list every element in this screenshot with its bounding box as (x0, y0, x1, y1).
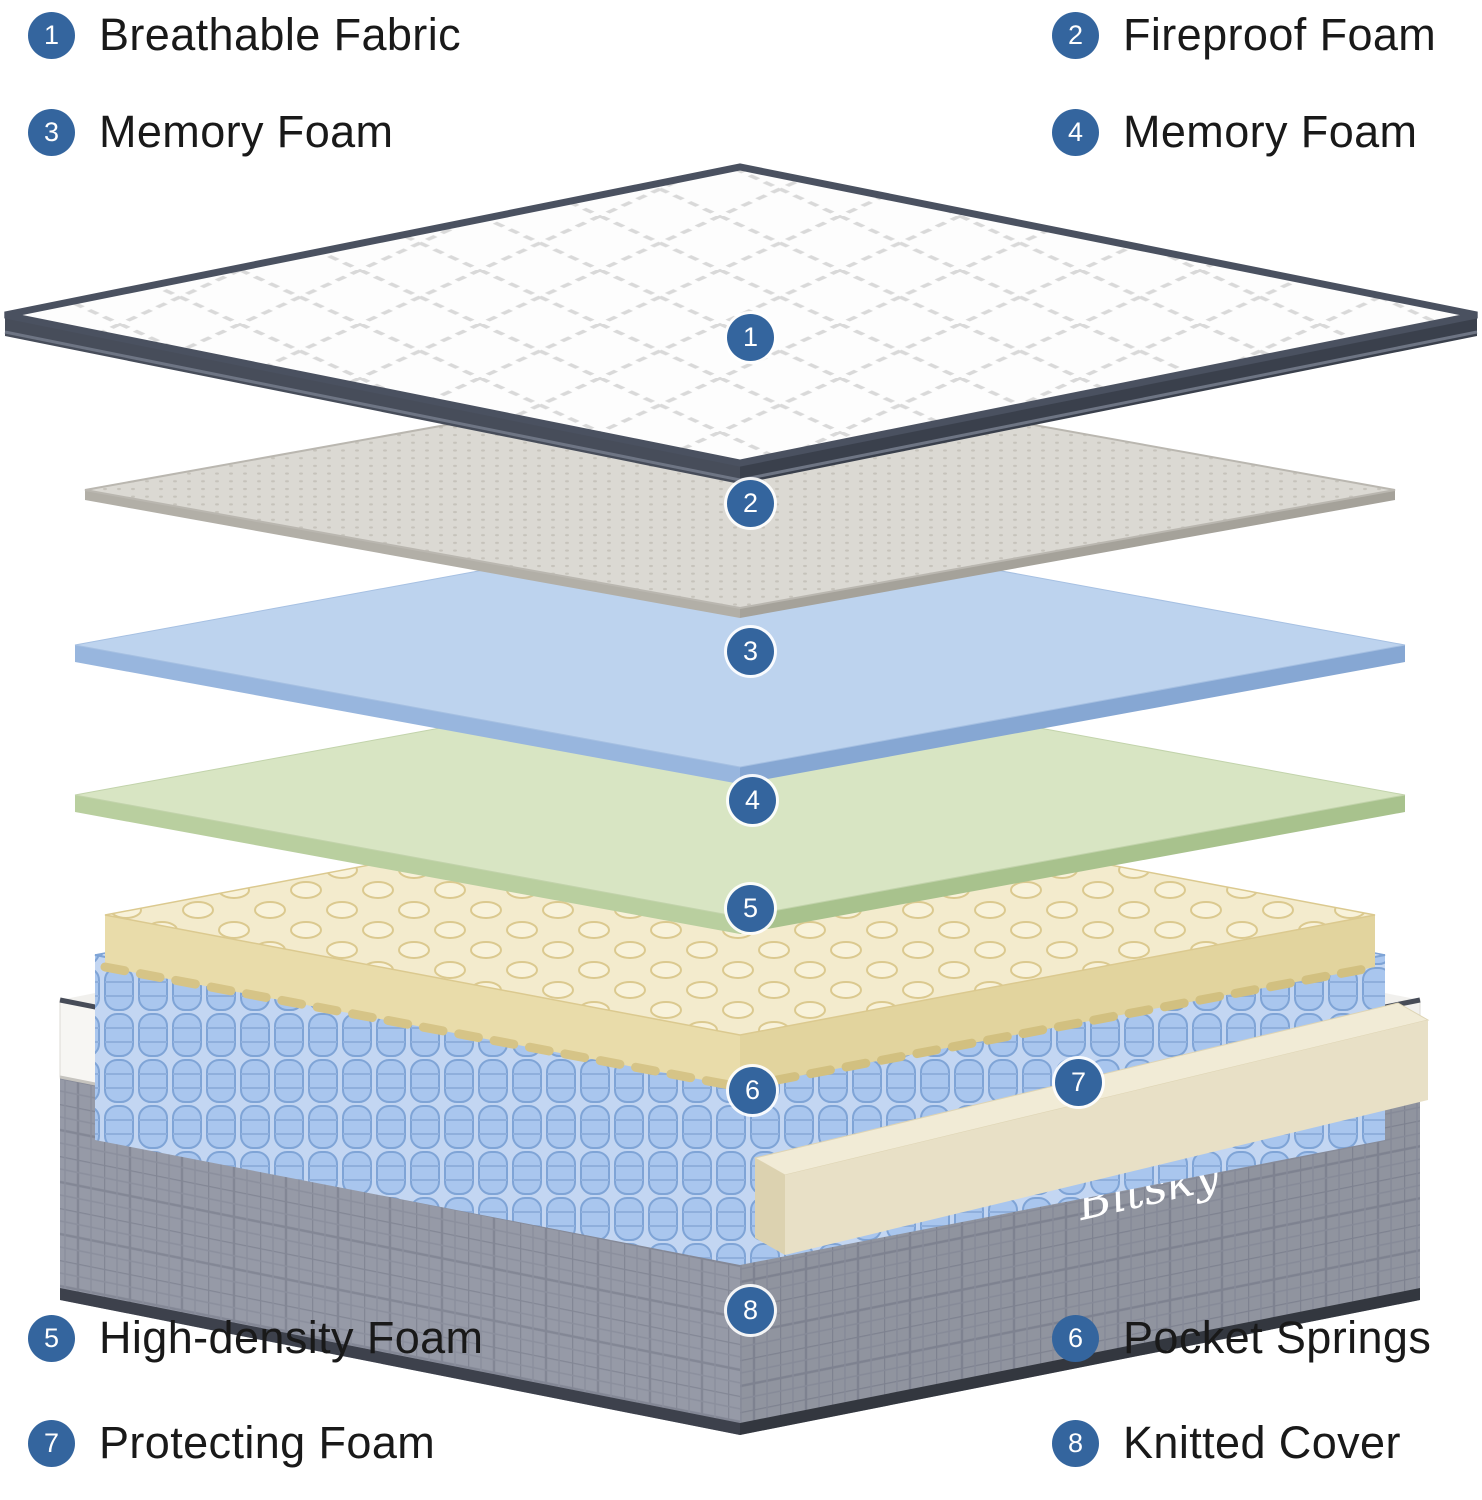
layer-badge-6: 6 (729, 1067, 776, 1114)
label-fireproof-foam: 2 Fireproof Foam (1052, 9, 1436, 61)
layer-badge-1: 1 (727, 314, 774, 361)
label-badge-5: 5 (28, 1314, 75, 1362)
label-badge-6: 6 (1052, 1314, 1099, 1362)
label-badge-1: 1 (28, 11, 75, 59)
label-badge-3: 3 (28, 108, 75, 156)
label-text-fireproof-foam: Fireproof Foam (1123, 9, 1437, 60)
label-text-protecting-foam: Protecting Foam (99, 1417, 436, 1468)
label-badge-4: 4 (1052, 108, 1099, 156)
label-badge-8: 8 (1052, 1419, 1099, 1467)
label-text-knitted-cover: Knitted Cover (1123, 1417, 1401, 1468)
label-pocket-springs: 6 Pocket Springs (1052, 1312, 1431, 1364)
label-text-breathable-fabric: Breathable Fabric (99, 9, 461, 60)
label-text-memory-foam-3: Memory Foam (99, 106, 394, 157)
layer-badge-3: 3 (727, 628, 774, 675)
label-protecting-foam: 7 Protecting Foam (28, 1417, 435, 1469)
label-text-pocket-springs: Pocket Springs (1123, 1312, 1432, 1363)
layer-badge-5: 5 (727, 885, 774, 932)
layer-badge-2: 2 (727, 480, 774, 527)
label-badge-7: 7 (28, 1419, 75, 1467)
label-text-memory-foam-4: Memory Foam (1123, 106, 1418, 157)
layer-badge-8: 8 (727, 1287, 774, 1334)
layer-badge-7: 7 (1055, 1059, 1102, 1106)
layer-badge-4: 4 (729, 777, 776, 824)
label-memory-foam-3: 3 Memory Foam (28, 106, 393, 158)
label-knitted-cover: 8 Knitted Cover (1052, 1417, 1401, 1469)
label-breathable-fabric: 1 Breathable Fabric (28, 9, 461, 61)
label-high-density-foam: 5 High-density Foam (28, 1312, 483, 1364)
label-badge-2: 2 (1052, 11, 1099, 59)
label-text-high-density-foam: High-density Foam (99, 1312, 484, 1363)
label-memory-foam-4: 4 Memory Foam (1052, 106, 1417, 158)
